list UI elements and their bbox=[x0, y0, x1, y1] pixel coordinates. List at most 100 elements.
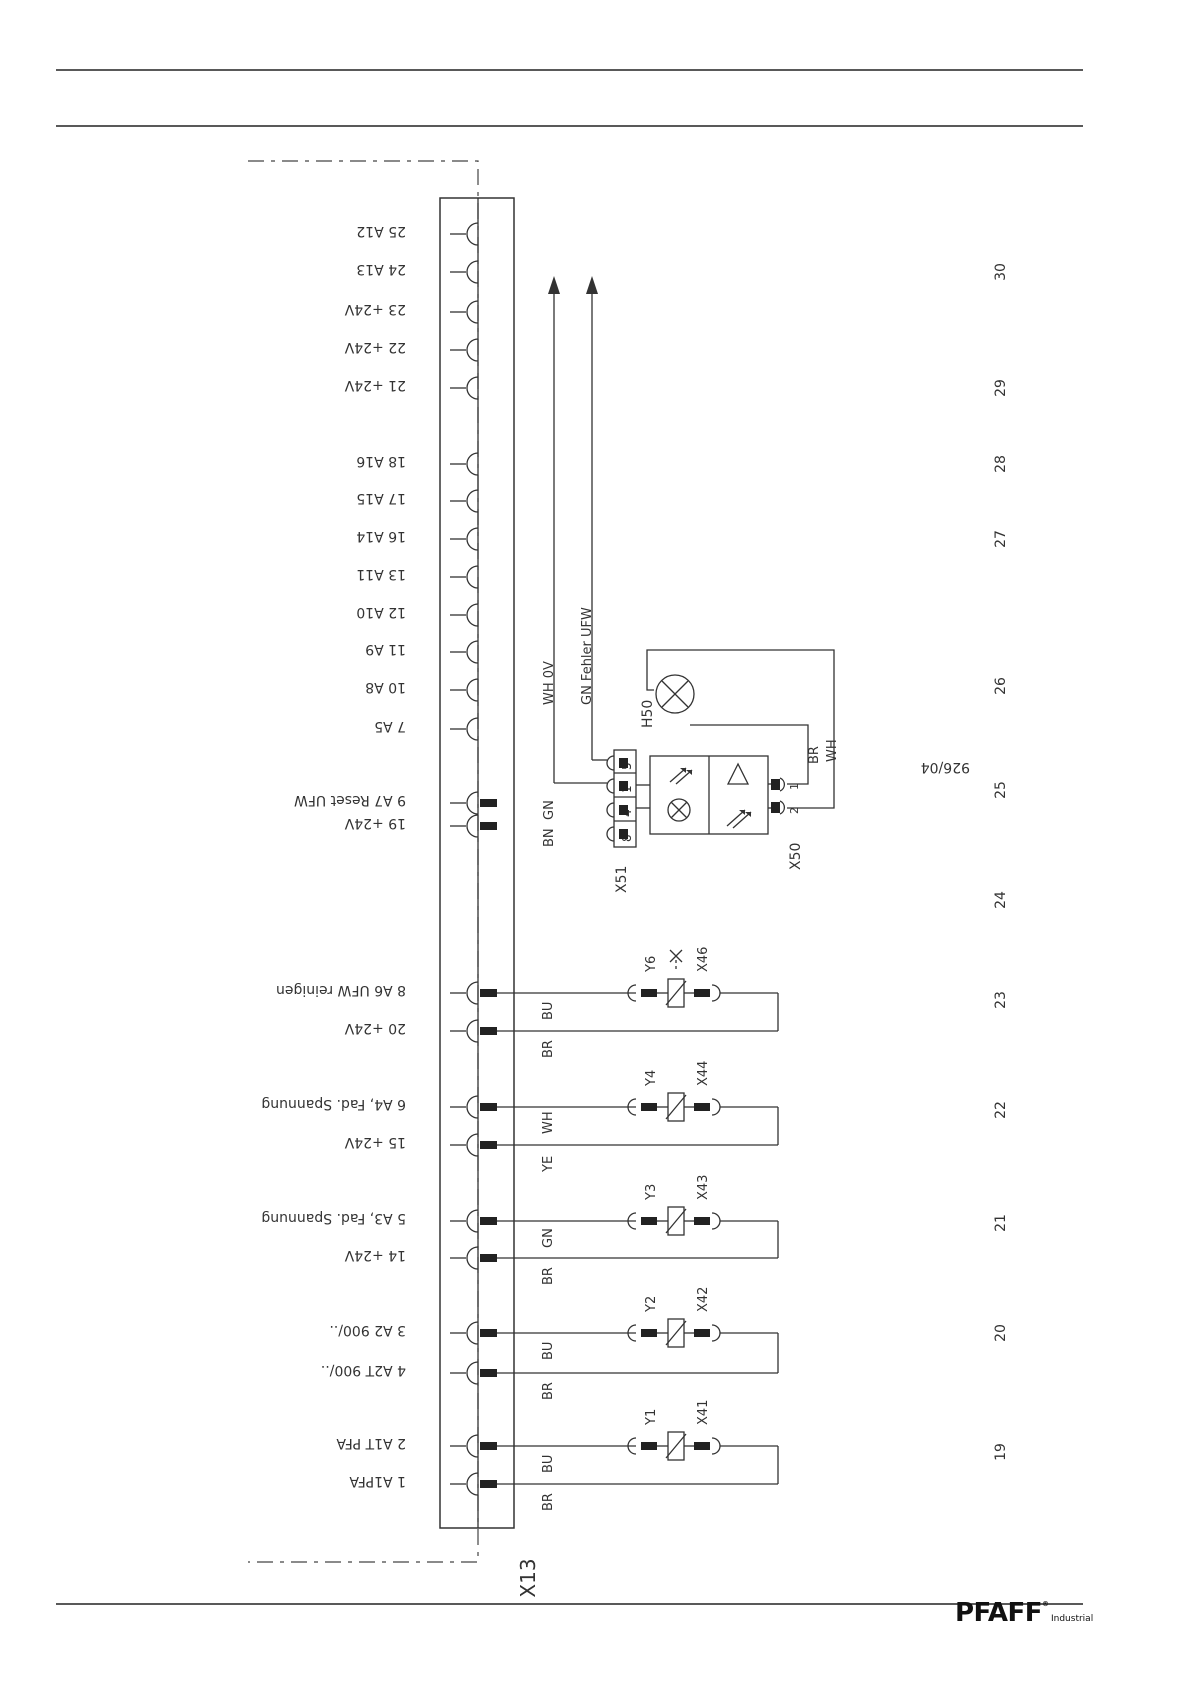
wire-color-label: BR bbox=[541, 1382, 556, 1400]
valve-label: Y3 bbox=[644, 1184, 659, 1201]
sensor-block: WH 0V GN Fehler UFW 5 1 4 8 X51 GN BN bbox=[542, 276, 970, 893]
terminal-label: 20 +24V bbox=[344, 1020, 406, 1036]
terminal: 14 +24V bbox=[344, 1246, 497, 1270]
column-number: 25 bbox=[993, 781, 1009, 799]
wire-color-label: BR bbox=[541, 1493, 556, 1511]
lamp-indicator-icon bbox=[667, 798, 691, 822]
column-number: 24 bbox=[993, 891, 1009, 909]
wire-color-label: WH bbox=[541, 1111, 556, 1134]
wire-color-label: BR bbox=[541, 1040, 556, 1058]
valve-symbol-icon bbox=[669, 949, 683, 963]
terminal: 18 A16 bbox=[356, 452, 479, 476]
terminal: 23 +24V bbox=[344, 300, 479, 324]
terminal: 13 A11 bbox=[356, 565, 479, 589]
logo-registered: ® bbox=[1041, 1600, 1049, 1608]
column-number: 20 bbox=[993, 1324, 1009, 1342]
wire-color-label: BR bbox=[541, 1267, 556, 1285]
amplifier-icon bbox=[726, 762, 750, 785]
terminal: 15 +24V bbox=[344, 1133, 497, 1157]
plug-pin bbox=[480, 1480, 497, 1488]
wire-color-label: GN bbox=[541, 1228, 556, 1248]
valve-label: Y4 bbox=[644, 1070, 659, 1087]
terminal: 10 A8 bbox=[365, 678, 479, 702]
column-number: 29 bbox=[993, 379, 1009, 397]
terminal-label: 17 A15 bbox=[356, 490, 406, 506]
terminal: 12 A10 bbox=[356, 603, 479, 627]
column-number: 23 bbox=[993, 991, 1009, 1009]
plug-label: X44 bbox=[696, 1061, 711, 1086]
terminal-label: 3 A2 900/.. bbox=[329, 1322, 406, 1338]
logo-subtitle: Industrial bbox=[1050, 1614, 1094, 1624]
wire-color-label: BU bbox=[541, 1455, 556, 1473]
terminal-label: 14 +24V bbox=[344, 1247, 406, 1263]
plug-pin bbox=[480, 1329, 497, 1337]
wire-label-gn: GN bbox=[542, 800, 557, 820]
x50-pin-1: 1 bbox=[788, 783, 801, 790]
terminal: 20 +24V bbox=[344, 1019, 497, 1043]
wire-label-bn: BN bbox=[542, 828, 557, 847]
terminal: 25 A12 bbox=[356, 222, 479, 246]
terminal: 19 +24V bbox=[344, 814, 497, 838]
terminal-label: 10 A8 bbox=[365, 679, 406, 695]
terminal-label: 12 A10 bbox=[356, 604, 406, 620]
terminal: 8 A6 UFW reinigen bbox=[276, 981, 497, 1005]
column-number: 26 bbox=[993, 677, 1009, 695]
terminal-label: 19 +24V bbox=[344, 815, 406, 831]
terminal-label: 9 A7 Reset UFW bbox=[294, 792, 406, 808]
terminal: 4 A2T 900/.. bbox=[321, 1361, 497, 1385]
terminal-label: 2 A1T PFA bbox=[336, 1435, 406, 1451]
terminal-strip bbox=[439, 197, 515, 1529]
plug-pin bbox=[480, 1217, 497, 1225]
wire-color-label: YE bbox=[541, 1156, 556, 1173]
terminal: 1 A1PFA bbox=[349, 1472, 497, 1496]
terminal-label: 18 A16 bbox=[356, 453, 406, 469]
connector-x13-label: X13 bbox=[516, 1558, 540, 1597]
valve-label: Y6 bbox=[644, 956, 659, 973]
terminal: 7 A5 bbox=[374, 717, 479, 741]
x50-pin-2: 2 bbox=[788, 807, 801, 814]
plug-pin bbox=[480, 989, 497, 997]
column-number: 21 bbox=[993, 1214, 1009, 1232]
terminal-label: 21 +24V bbox=[344, 377, 406, 393]
column-number: 22 bbox=[993, 1101, 1009, 1119]
terminal: 22 +24V bbox=[344, 338, 479, 362]
plug-pin bbox=[480, 1442, 497, 1450]
x50-label: X50 bbox=[788, 843, 804, 870]
plug-label: X46 bbox=[696, 947, 711, 972]
terminal: 17 A15 bbox=[356, 489, 479, 513]
plug-label: X42 bbox=[696, 1287, 711, 1312]
terminal-label: 13 A11 bbox=[356, 566, 406, 582]
plug-pin bbox=[480, 1369, 497, 1377]
drawing-number: 926/04 bbox=[921, 759, 970, 775]
terminal: 16 A14 bbox=[356, 527, 479, 551]
column-number: 19 bbox=[993, 1443, 1009, 1461]
plug-pin bbox=[480, 1254, 497, 1262]
column-number: 30 bbox=[993, 263, 1009, 281]
terminal-label: 22 +24V bbox=[344, 339, 406, 355]
pfaff-logo: PFAFF ® Industrial bbox=[955, 1598, 1093, 1626]
plug-pin bbox=[480, 1141, 497, 1149]
terminal-label: 7 A5 bbox=[374, 718, 406, 734]
arrow-up-icon bbox=[548, 276, 560, 294]
terminal-label: 15 +24V bbox=[344, 1134, 406, 1150]
x51-connector bbox=[613, 749, 637, 848]
plug-pin bbox=[480, 799, 497, 807]
terminal: 11 A9 bbox=[365, 640, 479, 664]
terminal: 2 A1T PFA bbox=[336, 1434, 497, 1458]
plug-pin bbox=[480, 822, 497, 830]
lamp-h50-icon bbox=[655, 674, 695, 714]
receiver-icon bbox=[669, 767, 693, 785]
column-number: 28 bbox=[993, 455, 1009, 473]
terminal-label: 11 A9 bbox=[365, 641, 406, 657]
terminal: 24 A13 bbox=[356, 260, 479, 284]
terminal: 5 A3, Fad. Spannung bbox=[261, 1209, 497, 1233]
plug-label: X43 bbox=[696, 1175, 711, 1200]
terminal: 21 +24V bbox=[344, 376, 479, 400]
lamp-wire-wh: WH bbox=[825, 739, 840, 762]
